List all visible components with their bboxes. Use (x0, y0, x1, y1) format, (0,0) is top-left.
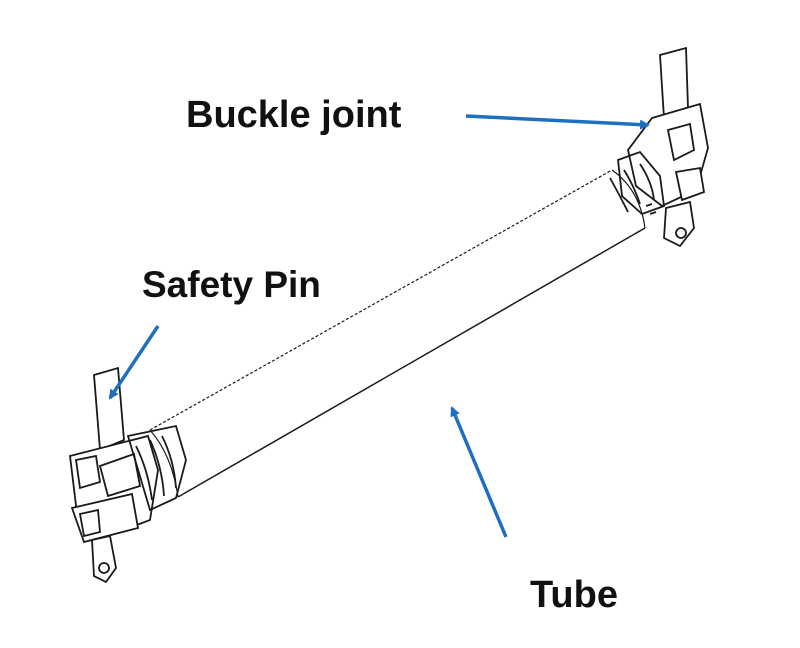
right-coupler (609, 46, 709, 248)
buckle-joint-arrow (465, 114, 650, 130)
tube-arrow (450, 406, 508, 538)
tube-body (149, 169, 646, 498)
tube-label: Tube (530, 574, 618, 616)
left-coupler (69, 366, 187, 584)
safety-pin-label: Safety Pin (142, 264, 321, 305)
buckle-joint-label: Buckle joint (186, 94, 402, 136)
safety-pin-arrow (108, 325, 160, 400)
